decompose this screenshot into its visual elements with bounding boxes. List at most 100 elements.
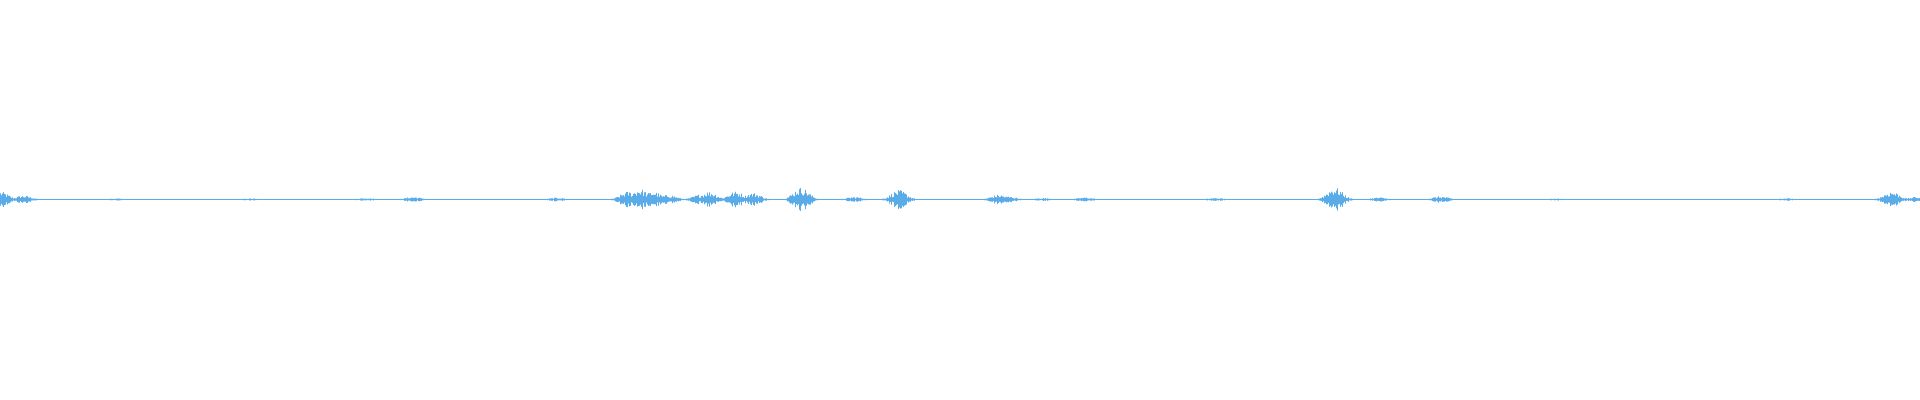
waveform-sample	[781, 199, 782, 200]
waveform-sample	[1117, 199, 1118, 200]
waveform-sample	[606, 199, 607, 200]
waveform-sample	[1395, 199, 1396, 200]
waveform-sample	[909, 197, 910, 202]
waveform-sample	[1183, 199, 1184, 200]
waveform-sample	[203, 199, 204, 200]
waveform-sample	[1272, 199, 1273, 200]
waveform-sample	[536, 199, 537, 200]
waveform-sample	[655, 194, 656, 205]
waveform-sample	[1244, 199, 1245, 200]
waveform-sample	[1005, 197, 1006, 202]
waveform-sample	[1738, 199, 1739, 200]
waveform-sample	[546, 199, 547, 200]
waveform-sample	[213, 199, 214, 200]
waveform-sample	[143, 199, 144, 200]
waveform-sample	[567, 198, 568, 201]
waveform-sample	[1238, 199, 1239, 200]
waveform-sample	[1856, 199, 1857, 200]
waveform-sample	[1679, 199, 1680, 200]
waveform-sample	[532, 199, 533, 200]
waveform-sample	[1195, 199, 1196, 200]
waveform-sample	[577, 199, 578, 200]
waveform-sample	[668, 197, 669, 202]
waveform-sample	[1677, 199, 1678, 200]
waveform-sample	[2, 193, 3, 206]
waveform-sample	[295, 199, 296, 200]
waveform-sample	[1184, 199, 1185, 200]
waveform-sample	[793, 195, 794, 204]
waveform-sample	[424, 199, 425, 200]
waveform-sample	[683, 199, 684, 200]
waveform-sample	[554, 197, 555, 202]
waveform-sample	[659, 196, 660, 203]
waveform-sample	[332, 199, 333, 200]
waveform-sample	[844, 199, 845, 200]
waveform-sample	[82, 199, 83, 200]
waveform-sample	[495, 199, 496, 200]
waveform-sample	[418, 197, 419, 202]
waveform-sample	[1404, 199, 1405, 200]
waveform-sample	[1695, 199, 1696, 200]
waveform-samples	[0, 188, 1920, 211]
waveform-sample	[1060, 199, 1061, 200]
waveform-sample	[1529, 199, 1530, 200]
waveform-sample	[1073, 199, 1074, 200]
waveform-sample	[520, 199, 521, 200]
waveform-sample	[1273, 199, 1274, 200]
waveform-sample	[277, 199, 278, 200]
waveform-sample	[741, 193, 742, 206]
waveform-sample	[1055, 199, 1056, 200]
waveform-sample	[640, 194, 641, 205]
waveform-sample	[1488, 199, 1489, 200]
waveform-sample	[440, 199, 441, 200]
waveform-sample	[836, 199, 837, 200]
waveform-sample	[1350, 198, 1351, 201]
waveform-sample	[1487, 199, 1488, 200]
waveform-sample	[811, 196, 812, 203]
waveform-sample	[1132, 199, 1133, 200]
waveform-sample	[217, 199, 218, 200]
waveform-sample	[1056, 199, 1057, 200]
waveform-sample	[438, 199, 439, 200]
waveform-sample	[851, 197, 852, 202]
waveform-sample	[1260, 199, 1261, 200]
waveform-sample	[801, 193, 802, 206]
waveform-sample	[1440, 197, 1441, 202]
waveform-sample	[151, 199, 152, 200]
waveform-sample	[1046, 198, 1047, 201]
waveform-sample	[1453, 199, 1454, 200]
waveform-sample	[984, 198, 985, 201]
waveform-sample	[1850, 199, 1851, 200]
waveform-sample	[643, 195, 644, 204]
waveform-sample	[858, 197, 859, 202]
waveform-sample	[1086, 197, 1087, 202]
waveform-sample	[1030, 199, 1031, 200]
waveform-sample	[148, 199, 149, 200]
waveform-sample	[1459, 199, 1460, 200]
waveform-sample	[1450, 198, 1451, 201]
waveform-sample	[492, 199, 493, 200]
waveform-sample	[1757, 199, 1758, 200]
waveform-sample	[1433, 197, 1434, 202]
waveform-sample	[1419, 199, 1420, 200]
waveform-sample	[1481, 199, 1482, 200]
waveform-sample	[244, 198, 245, 201]
waveform-sample	[293, 199, 294, 200]
waveform-sample	[1185, 199, 1186, 200]
waveform-sample	[1489, 199, 1490, 200]
waveform-sample	[1672, 199, 1673, 200]
waveform-sample	[526, 199, 527, 200]
waveform-sample	[1557, 198, 1558, 201]
waveform-sample	[195, 199, 196, 200]
waveform-sample	[1443, 197, 1444, 202]
waveform-sample	[623, 195, 624, 204]
waveform-sample	[229, 199, 230, 200]
waveform-sample	[1254, 199, 1255, 200]
waveform-sample	[108, 199, 109, 200]
waveform-sample	[1357, 199, 1358, 200]
waveform-sample	[343, 199, 344, 200]
waveform-sample	[740, 197, 741, 202]
waveform-sample	[957, 199, 958, 200]
